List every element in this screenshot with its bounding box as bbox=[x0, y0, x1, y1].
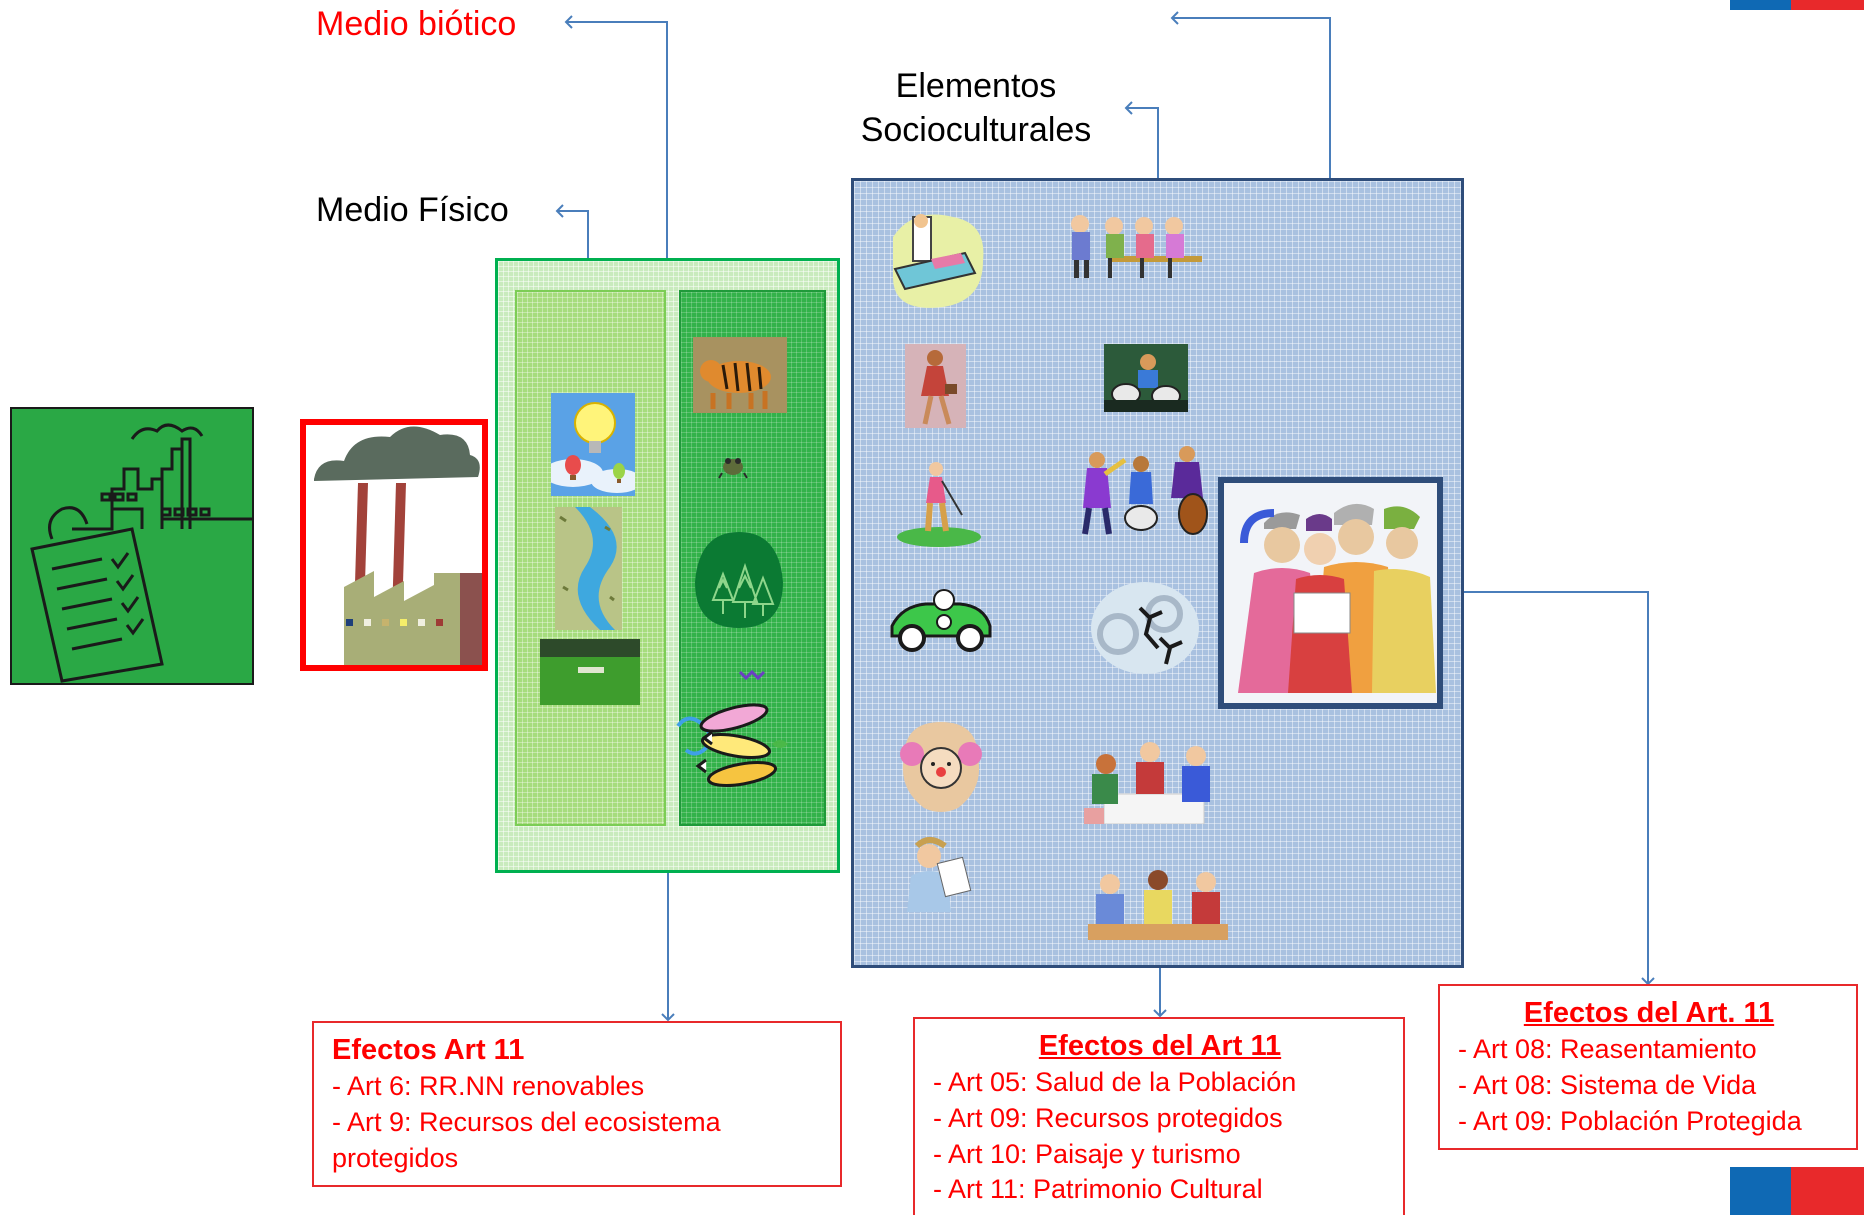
effects-item: - Art 09: Población Protegida bbox=[1458, 1105, 1802, 1136]
effects-item: - Art 10: Paisaje y turismo bbox=[933, 1138, 1241, 1169]
meadow-icon bbox=[540, 639, 640, 705]
effects-title-center: Efectos del Art 11 bbox=[1038, 1030, 1282, 1062]
effects-box-left: Efectos Art 11 - Art 6: RR.NN renovables… bbox=[312, 1021, 842, 1187]
effects-box-right: Efectos del Art. 11 - Art 08: Reasentami… bbox=[1438, 984, 1858, 1150]
frog-icon bbox=[718, 451, 748, 481]
arrow-to-effects-right bbox=[1443, 591, 1655, 986]
businesswoman-icon bbox=[905, 344, 966, 428]
elderly-group-icon bbox=[1066, 212, 1202, 280]
factory-pollution-icon bbox=[300, 419, 488, 671]
golfer-icon bbox=[896, 459, 982, 547]
drummer-icon bbox=[1104, 344, 1188, 412]
effects-item: - Art 08: Sistema de Vida bbox=[1458, 1069, 1757, 1100]
river-icon bbox=[555, 507, 622, 630]
tiger-icon bbox=[693, 337, 787, 413]
fish-icon bbox=[676, 669, 800, 794]
clown-icon bbox=[898, 718, 984, 814]
effects-item: - Art 6: RR.NN renovables bbox=[332, 1071, 645, 1102]
forest-icon bbox=[693, 530, 785, 630]
workers-gears-icon bbox=[1090, 578, 1200, 678]
effects-item: - Art 11: Patrimonio Cultural bbox=[933, 1174, 1263, 1205]
label-socioculturales: Socioculturales bbox=[860, 111, 1092, 150]
race-car-icon bbox=[886, 586, 996, 654]
effects-box-center: Efectos del Art 11 - Art 05: Salud de la… bbox=[913, 1017, 1405, 1215]
effects-item: - Art 9: Recursos del ecosistema protegi… bbox=[332, 1106, 721, 1173]
label-elementos-socioculturales: Elementos Socioculturales bbox=[850, 64, 1102, 152]
project-checklist-factory-icon bbox=[10, 407, 254, 685]
reading-woman-icon bbox=[903, 836, 975, 912]
meeting-group-icon bbox=[1084, 738, 1220, 825]
hospital-patient-icon bbox=[883, 207, 989, 311]
effects-item: - Art 08: Reasentamiento bbox=[1458, 1034, 1757, 1065]
label-medio-fisico: Medio Físico bbox=[316, 191, 509, 229]
jazz-band-icon bbox=[1075, 444, 1215, 536]
arrow-medio-biotico bbox=[564, 15, 668, 258]
label-elementos: Elementos bbox=[895, 67, 1057, 105]
effects-item: - Art 05: Salud de la Población bbox=[933, 1067, 1297, 1098]
flag-strip-bottom bbox=[1730, 1167, 1864, 1215]
effects-item: - Art 09: Recursos protegidos bbox=[933, 1102, 1283, 1133]
indigenous-people-icon bbox=[1218, 477, 1443, 709]
arrow-socioculturales bbox=[1124, 101, 1159, 178]
physical-column bbox=[515, 290, 666, 826]
flag-strip-top bbox=[1730, 0, 1864, 10]
business-meeting-icon bbox=[1088, 864, 1228, 940]
effects-title-left: Efectos Art 11 bbox=[332, 1034, 525, 1066]
label-medio-biotico: Medio biótico bbox=[316, 5, 517, 43]
lightbulb-balloons-icon bbox=[543, 393, 643, 496]
effects-title-right: Efectos del Art. 11 bbox=[1523, 997, 1775, 1029]
